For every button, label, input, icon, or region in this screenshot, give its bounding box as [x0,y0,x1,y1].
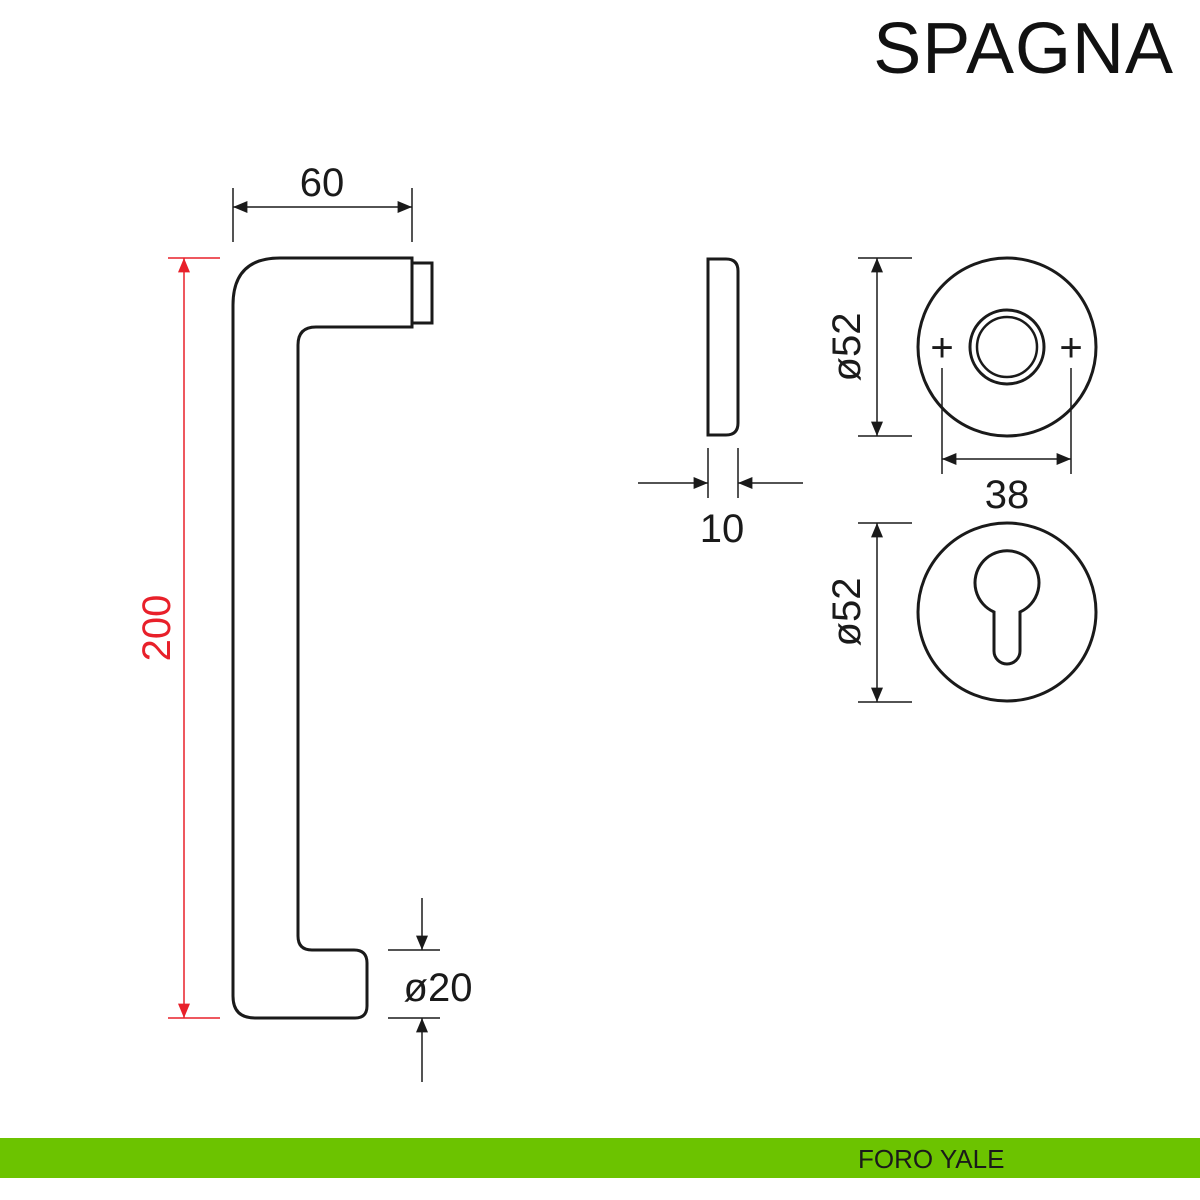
dimension-label-projection: 60 [300,161,345,205]
screw-mark-left: + [930,326,953,370]
dimension-label-rose-bottom: ø52 [825,578,869,647]
screw-mark-right: + [1059,326,1082,370]
rose-side-profile [706,257,740,437]
dimension-label-thickness: 10 [700,507,745,551]
handle-spindle-boss [410,261,434,325]
handle-outline [231,256,414,1020]
dimension-handle-projection [232,188,413,242]
dimension-rose-diameter-bottom [858,522,912,703]
dimension-rose-diameter-top [858,257,912,437]
dimension-label-length: 200 [135,595,179,662]
key-escutcheon-front [916,521,1098,703]
dimension-label-rose-top: ø52 [825,313,869,382]
dimension-label-screw-spacing: 38 [985,473,1030,517]
footer-label: FORO YALE [858,1144,1005,1174]
dimension-rose-thickness [638,448,803,498]
dimension-label-grip: ø20 [404,966,473,1010]
dimension-handle-length [168,257,220,1019]
dimension-grip-diameter [388,898,440,1082]
handle-rose-front [916,256,1098,438]
product-title: SPAGNA [873,9,1174,89]
footer-bar [0,1138,1200,1178]
dimension-screw-spacing [941,368,1072,474]
